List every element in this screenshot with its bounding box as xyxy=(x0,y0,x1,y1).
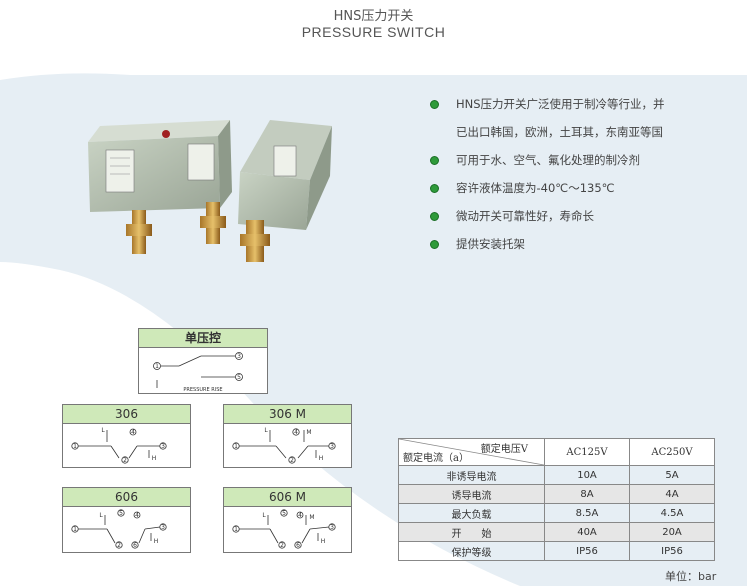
svg-text:M: M xyxy=(309,514,314,521)
column-header: AC125V xyxy=(544,438,630,466)
cell-value: IP56 xyxy=(629,541,715,561)
svg-text:1: 1 xyxy=(155,363,159,370)
svg-text:2: 2 xyxy=(280,542,284,549)
cell-value: 8.5A xyxy=(544,503,630,523)
spec-table: 额定电压V 额定电流（a） AC125V AC250V 非诱导电流 10A 5A… xyxy=(398,438,715,561)
svg-text:M: M xyxy=(306,429,311,436)
cell-value: 4A xyxy=(629,484,715,504)
svg-text:3: 3 xyxy=(237,353,241,360)
svg-text:4: 4 xyxy=(298,512,302,519)
svg-text:4: 4 xyxy=(131,429,135,436)
svg-text:6: 6 xyxy=(296,542,300,549)
page-title-cn: HNS压力开关 xyxy=(333,9,414,24)
svg-text:1: 1 xyxy=(73,526,77,533)
cell-value: 40A xyxy=(544,522,630,542)
feature-item: 容许液体温度为-40℃～135℃ xyxy=(428,180,728,208)
svg-text:L: L xyxy=(262,512,266,519)
svg-text:3: 3 xyxy=(161,443,165,450)
feature-item: 提供安装托架 xyxy=(428,236,728,264)
diagonal-line xyxy=(399,439,544,465)
svg-text:L: L xyxy=(264,427,268,434)
feature-item: HNS压力开关广泛使用于制冷等行业，并 已出口韩国，欧洲，土耳其，东南亚等国 xyxy=(428,96,728,152)
svg-text:3: 3 xyxy=(330,524,334,531)
svg-text:2: 2 xyxy=(117,542,121,549)
svg-text:L: L xyxy=(99,512,103,519)
cell-value: 4.5A xyxy=(629,503,715,523)
diagram-606: 606 1 L 5 4 3 2 6 H xyxy=(62,487,191,553)
table-row: 诱导电流 8A 4A xyxy=(398,484,715,504)
product-photo xyxy=(88,120,332,262)
svg-text:H: H xyxy=(154,538,159,545)
cell-value: 20A xyxy=(629,522,715,542)
row-label: 最大负载 xyxy=(398,503,545,523)
diagram-single-control: 单压控 1 3 5 PRESSURE RISE xyxy=(138,328,268,394)
column-header: AC250V xyxy=(629,438,715,466)
table-row: 最大负载 8.5A 4.5A xyxy=(398,503,715,523)
diagram-title: 306 xyxy=(63,405,190,424)
table-header-row: 额定电压V 额定电流（a） AC125V AC250V xyxy=(398,438,715,466)
diagram-606m: 606 M 1 L 5 4 M 3 2 6 H xyxy=(223,487,352,553)
feature-item: 可用于水、空气、氟化处理的制冷剂 xyxy=(428,152,728,180)
cell-value: 5A xyxy=(629,465,715,485)
diagram-title: 单压控 xyxy=(139,329,267,348)
cell-value: IP56 xyxy=(544,541,630,561)
row-label: 非诱导电流 xyxy=(398,465,545,485)
svg-text:2: 2 xyxy=(123,457,127,464)
svg-text:L: L xyxy=(101,427,105,434)
page-title-en: PRESSURE SWITCH xyxy=(301,24,446,40)
diagram-306m: 306 M 1 L 4 M 3 2 H xyxy=(223,404,352,468)
bullet-icon xyxy=(430,240,439,249)
table-row: 非诱导电流 10A 5A xyxy=(398,465,715,485)
wiring-schematic: 1 L 4 M 3 2 H xyxy=(232,427,336,464)
svg-text:1: 1 xyxy=(73,443,77,450)
diagram-306: 306 1 L 4 3 2 H xyxy=(62,404,191,468)
svg-text:PRESSURE RISE: PRESSURE RISE xyxy=(183,387,222,393)
bullet-icon xyxy=(430,100,439,109)
svg-text:H: H xyxy=(321,538,326,545)
bullet-icon xyxy=(430,212,439,221)
svg-text:H: H xyxy=(152,455,157,462)
table-row: 保护等级 IP56 IP56 xyxy=(398,541,715,561)
row-label: 开 始 xyxy=(398,522,545,542)
wiring-schematic: 1 L 4 3 2 H xyxy=(71,427,167,464)
svg-text:5: 5 xyxy=(119,510,123,517)
wiring-schematic: 1 L 5 4 3 2 6 H xyxy=(71,509,167,549)
diagram-title: 606 M xyxy=(224,488,351,507)
svg-text:4: 4 xyxy=(135,512,139,519)
header-voltage: 额定电压V xyxy=(480,444,528,455)
row-label: 诱导电流 xyxy=(398,484,545,504)
unit-label: 单位：bar xyxy=(665,570,717,583)
svg-text:3: 3 xyxy=(161,524,165,531)
svg-text:1: 1 xyxy=(234,526,238,533)
cell-value: 10A xyxy=(544,465,630,485)
svg-text:H: H xyxy=(319,455,324,462)
svg-text:3: 3 xyxy=(330,443,334,450)
wiring-schematic: 1 3 5 PRESSURE RISE xyxy=(153,352,243,393)
row-label: 保护等级 xyxy=(398,541,545,561)
svg-text:2: 2 xyxy=(290,457,294,464)
svg-text:6: 6 xyxy=(133,542,137,549)
table-corner-cell: 额定电压V 额定电流（a） xyxy=(398,438,545,466)
bullet-icon xyxy=(430,156,439,165)
wiring-schematic: 1 L 5 4 M 3 2 6 H xyxy=(232,509,336,549)
cell-value: 8A xyxy=(544,484,630,504)
table-row: 开 始 40A 20A xyxy=(398,522,715,542)
diagram-title: 306 M xyxy=(224,405,351,424)
diagram-title: 606 xyxy=(63,488,190,507)
feature-item: 微动开关可靠性好，寿命长 xyxy=(428,208,728,236)
feature-list: HNS压力开关广泛使用于制冷等行业，并 已出口韩国，欧洲，土耳其，东南亚等国 可… xyxy=(428,96,728,264)
svg-text:5: 5 xyxy=(282,510,286,517)
bullet-icon xyxy=(430,184,439,193)
header-current: 额定电流（a） xyxy=(403,453,469,464)
svg-text:4: 4 xyxy=(294,429,298,436)
svg-text:5: 5 xyxy=(237,374,241,381)
svg-text:1: 1 xyxy=(234,443,238,450)
